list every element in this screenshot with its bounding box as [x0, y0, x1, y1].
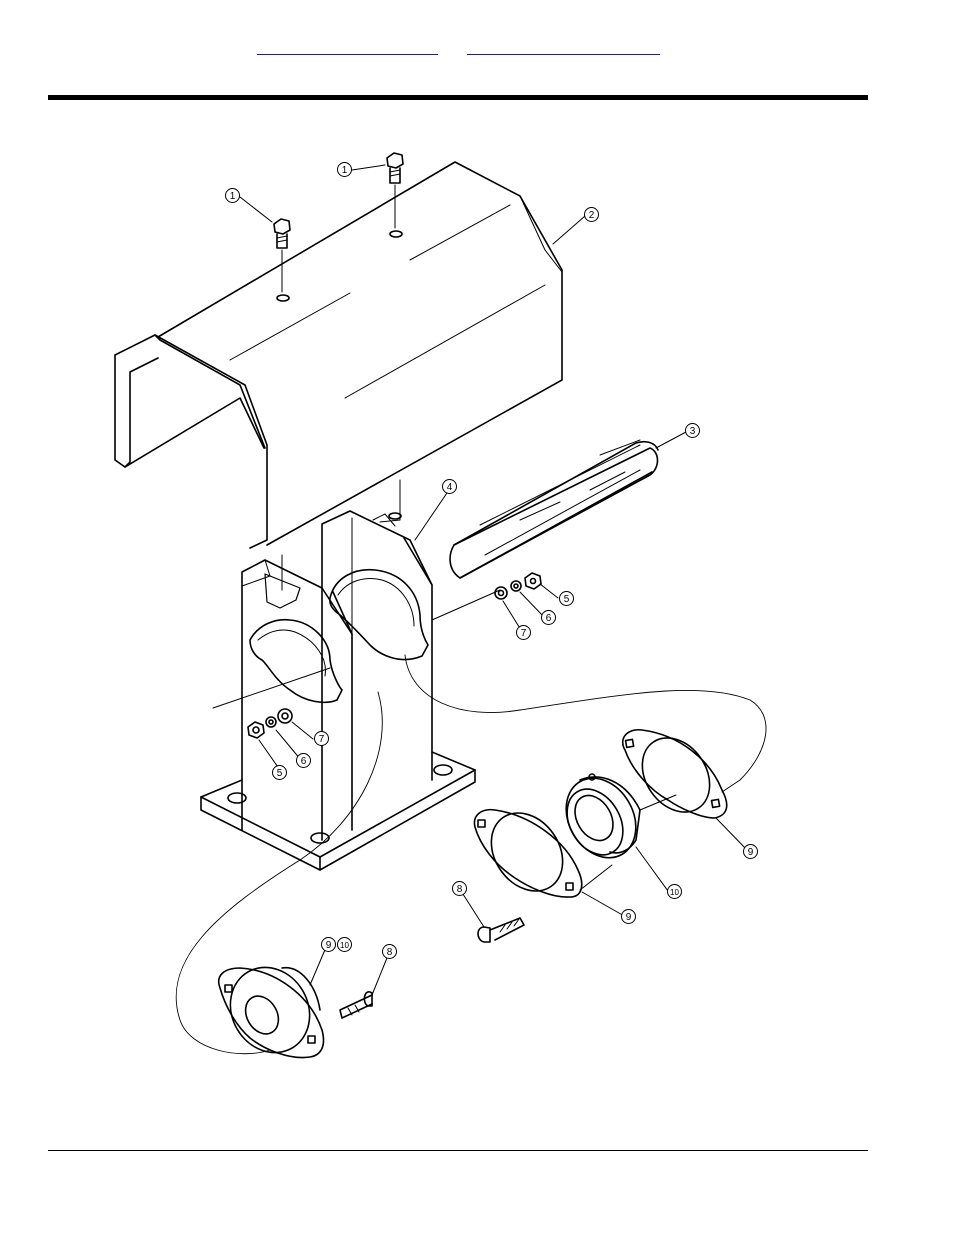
- callout-10a: 10: [337, 937, 352, 952]
- header-link-2[interactable]: [467, 40, 660, 55]
- callout-6b: 6: [296, 753, 311, 768]
- top-rule: [48, 95, 868, 100]
- callout-5a: 5: [559, 591, 574, 606]
- callout-1b: 1: [337, 162, 352, 177]
- exploded-parts-diagram: [105, 140, 775, 1075]
- header-link-1[interactable]: [257, 40, 438, 55]
- callout-8b: 8: [452, 881, 467, 896]
- callout-9b: 9: [621, 909, 636, 924]
- bottom-rule: [48, 1150, 868, 1151]
- callout-9c: 9: [743, 844, 758, 859]
- callout-9a: 9: [321, 937, 336, 952]
- callout-7a: 7: [516, 625, 531, 640]
- callout-1a: 1: [225, 188, 240, 203]
- callout-3: 3: [685, 423, 700, 438]
- callout-4: 4: [442, 479, 457, 494]
- callout-7b: 7: [314, 731, 329, 746]
- callout-2: 2: [584, 207, 599, 222]
- callout-8a: 8: [382, 944, 397, 959]
- callout-6a: 6: [541, 610, 556, 625]
- callout-10b: 10: [667, 884, 682, 899]
- callout-5b: 5: [272, 765, 287, 780]
